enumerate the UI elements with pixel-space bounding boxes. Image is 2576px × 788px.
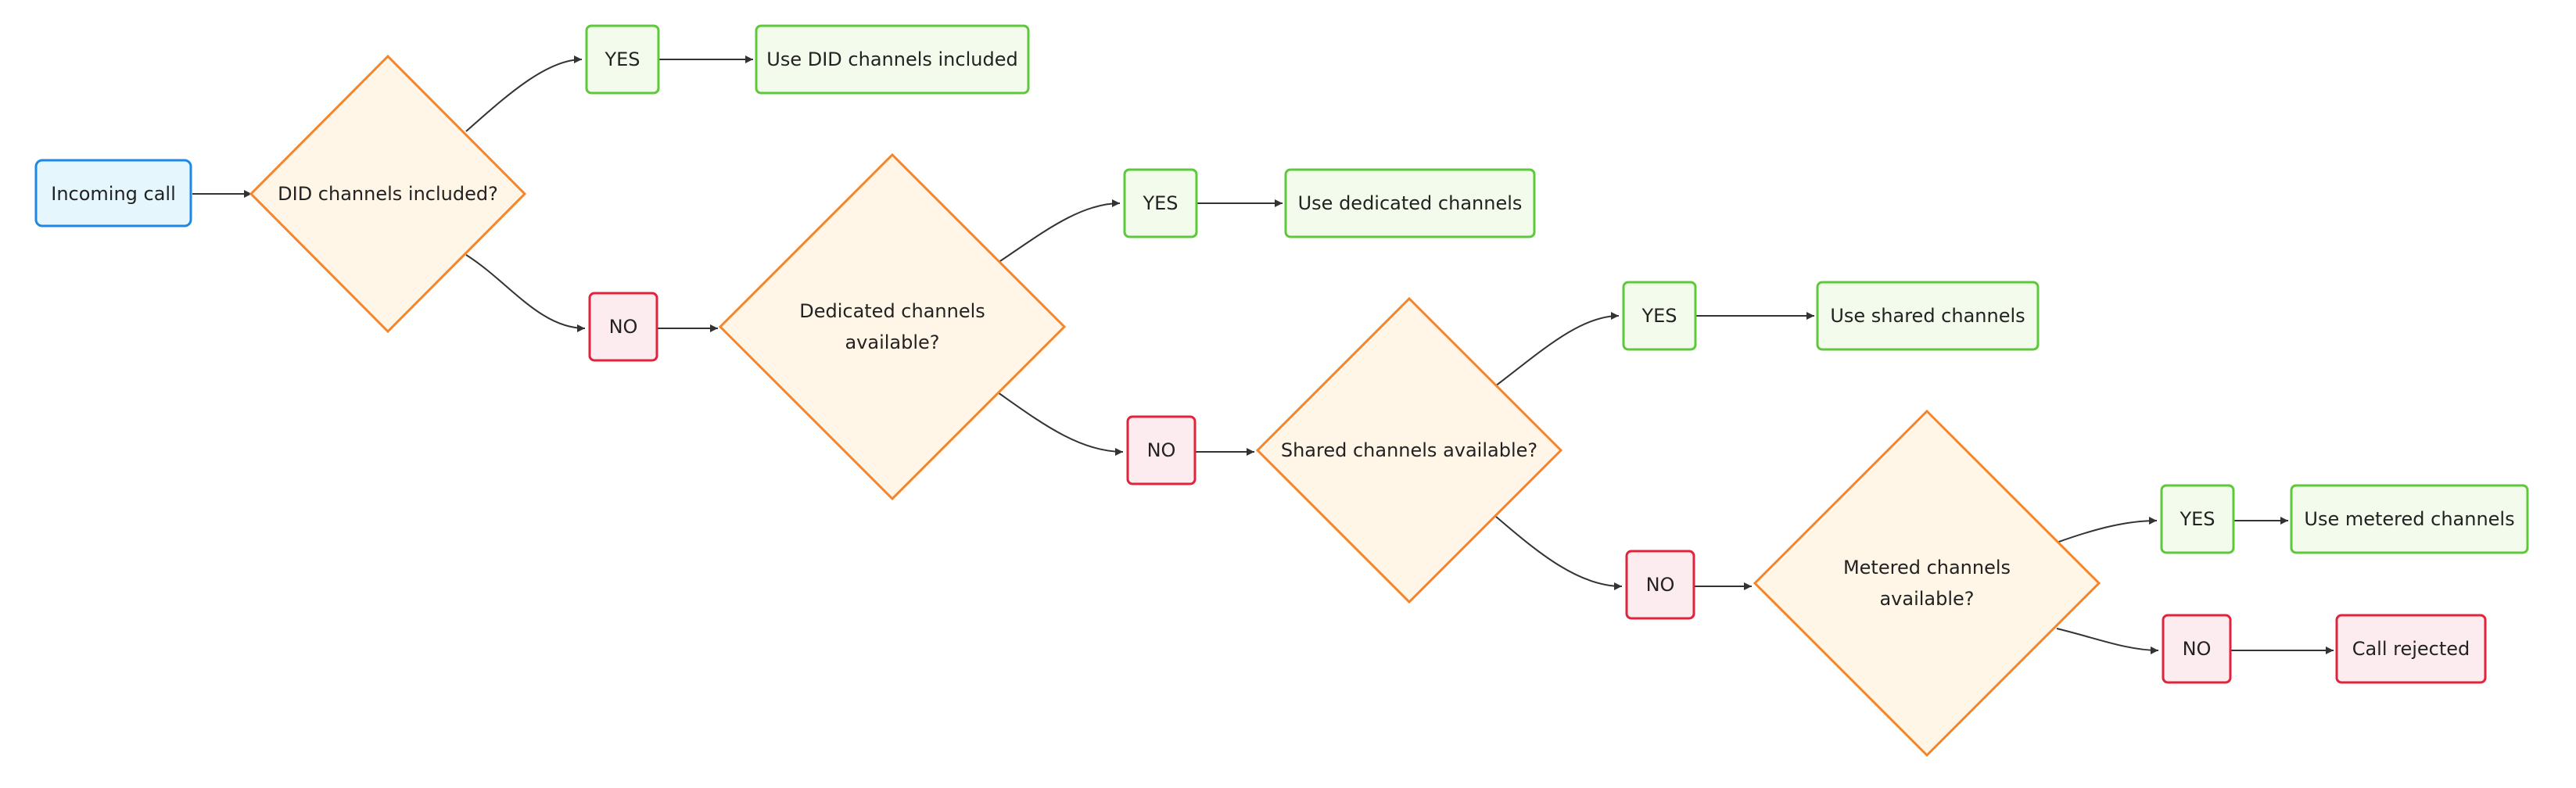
result-label: Use metered channels (2304, 508, 2514, 530)
edge-did-decision-to-no (465, 254, 586, 332)
yes-label: YES (1142, 192, 1178, 214)
yes-box (1622, 281, 1697, 351)
yes-label: YES (1641, 305, 1677, 327)
result-label: Use dedicated channels (1298, 192, 1523, 214)
no-label: NO (1646, 574, 1675, 596)
edge-shared-decision-to-yes (1494, 312, 1620, 387)
no-did: NO (588, 292, 658, 362)
no-box (1126, 415, 1197, 485)
no-shared: NO (1625, 550, 1695, 620)
yes-box (1123, 168, 1198, 238)
result-use-metered-channels: Use metered channels (2290, 484, 2529, 554)
decision-label: Shared channels available? (1281, 439, 1537, 461)
no-box (1625, 550, 1695, 620)
edge-shared-decision-to-no (1494, 515, 1623, 590)
result-label: Use shared channels (1830, 305, 2025, 327)
start-box (34, 159, 192, 227)
result-use-shared-channels: Use shared channels (1816, 281, 2040, 351)
edge-dedicated-decision-to-yes (997, 199, 1121, 263)
no-box (588, 292, 658, 362)
result-use-dedicated-channels: Use dedicated channels (1284, 168, 1536, 238)
decision-label-line2: available? (845, 331, 939, 353)
decision-diamond (1753, 409, 2101, 758)
yes-label: YES (2179, 508, 2215, 530)
decision-label-line2: available? (1879, 588, 1974, 610)
yes-did: YES (585, 24, 660, 95)
decision-dedicated-channels: Dedicated channels available? (718, 152, 1067, 501)
start-label: Incoming call (51, 183, 176, 205)
result-call-rejected: Call rejected (2335, 614, 2487, 684)
decision-diamond (1255, 296, 1563, 604)
no-label: NO (609, 316, 638, 338)
edge-metered-decision-to-no (2056, 628, 2159, 654)
decision-label-line1: Metered channels (1843, 557, 2011, 578)
rejected-label: Call rejected (2352, 638, 2470, 660)
decision-did-channels: DID channels included? (249, 54, 527, 334)
result-box (1816, 281, 2040, 351)
yes-box (585, 24, 660, 95)
yes-dedicated: YES (1123, 168, 1198, 238)
no-label: NO (1147, 439, 1176, 461)
no-metered: NO (2162, 614, 2232, 684)
result-box (1284, 168, 1536, 238)
yes-shared: YES (1622, 281, 1697, 351)
node-incoming-call: Incoming call (34, 159, 192, 227)
edge-metered-decision-to-yes (2056, 517, 2158, 543)
decision-metered-channels: Metered channels available? (1753, 409, 2101, 758)
decision-label: DID channels included? (278, 183, 498, 205)
decision-shared-channels: Shared channels available? (1255, 296, 1563, 604)
decision-label-line1: Dedicated channels (799, 300, 985, 322)
result-label: Use DID channels included (766, 48, 1017, 70)
edge-dedicated-decision-to-no (997, 392, 1124, 456)
no-label: NO (2183, 638, 2212, 660)
yes-box (2160, 484, 2235, 554)
decision-diamond (249, 54, 527, 334)
result-box (2290, 484, 2529, 554)
edges (192, 56, 2334, 654)
result-use-did-channels: Use DID channels included (755, 24, 1030, 95)
edge-did-decision-to-yes (465, 56, 583, 132)
result-box (755, 24, 1030, 95)
yes-metered: YES (2160, 484, 2235, 554)
no-box (2162, 614, 2232, 684)
no-dedicated: NO (1126, 415, 1197, 485)
yes-label: YES (604, 48, 640, 70)
rejected-box (2335, 614, 2487, 684)
decision-diamond (718, 152, 1067, 501)
